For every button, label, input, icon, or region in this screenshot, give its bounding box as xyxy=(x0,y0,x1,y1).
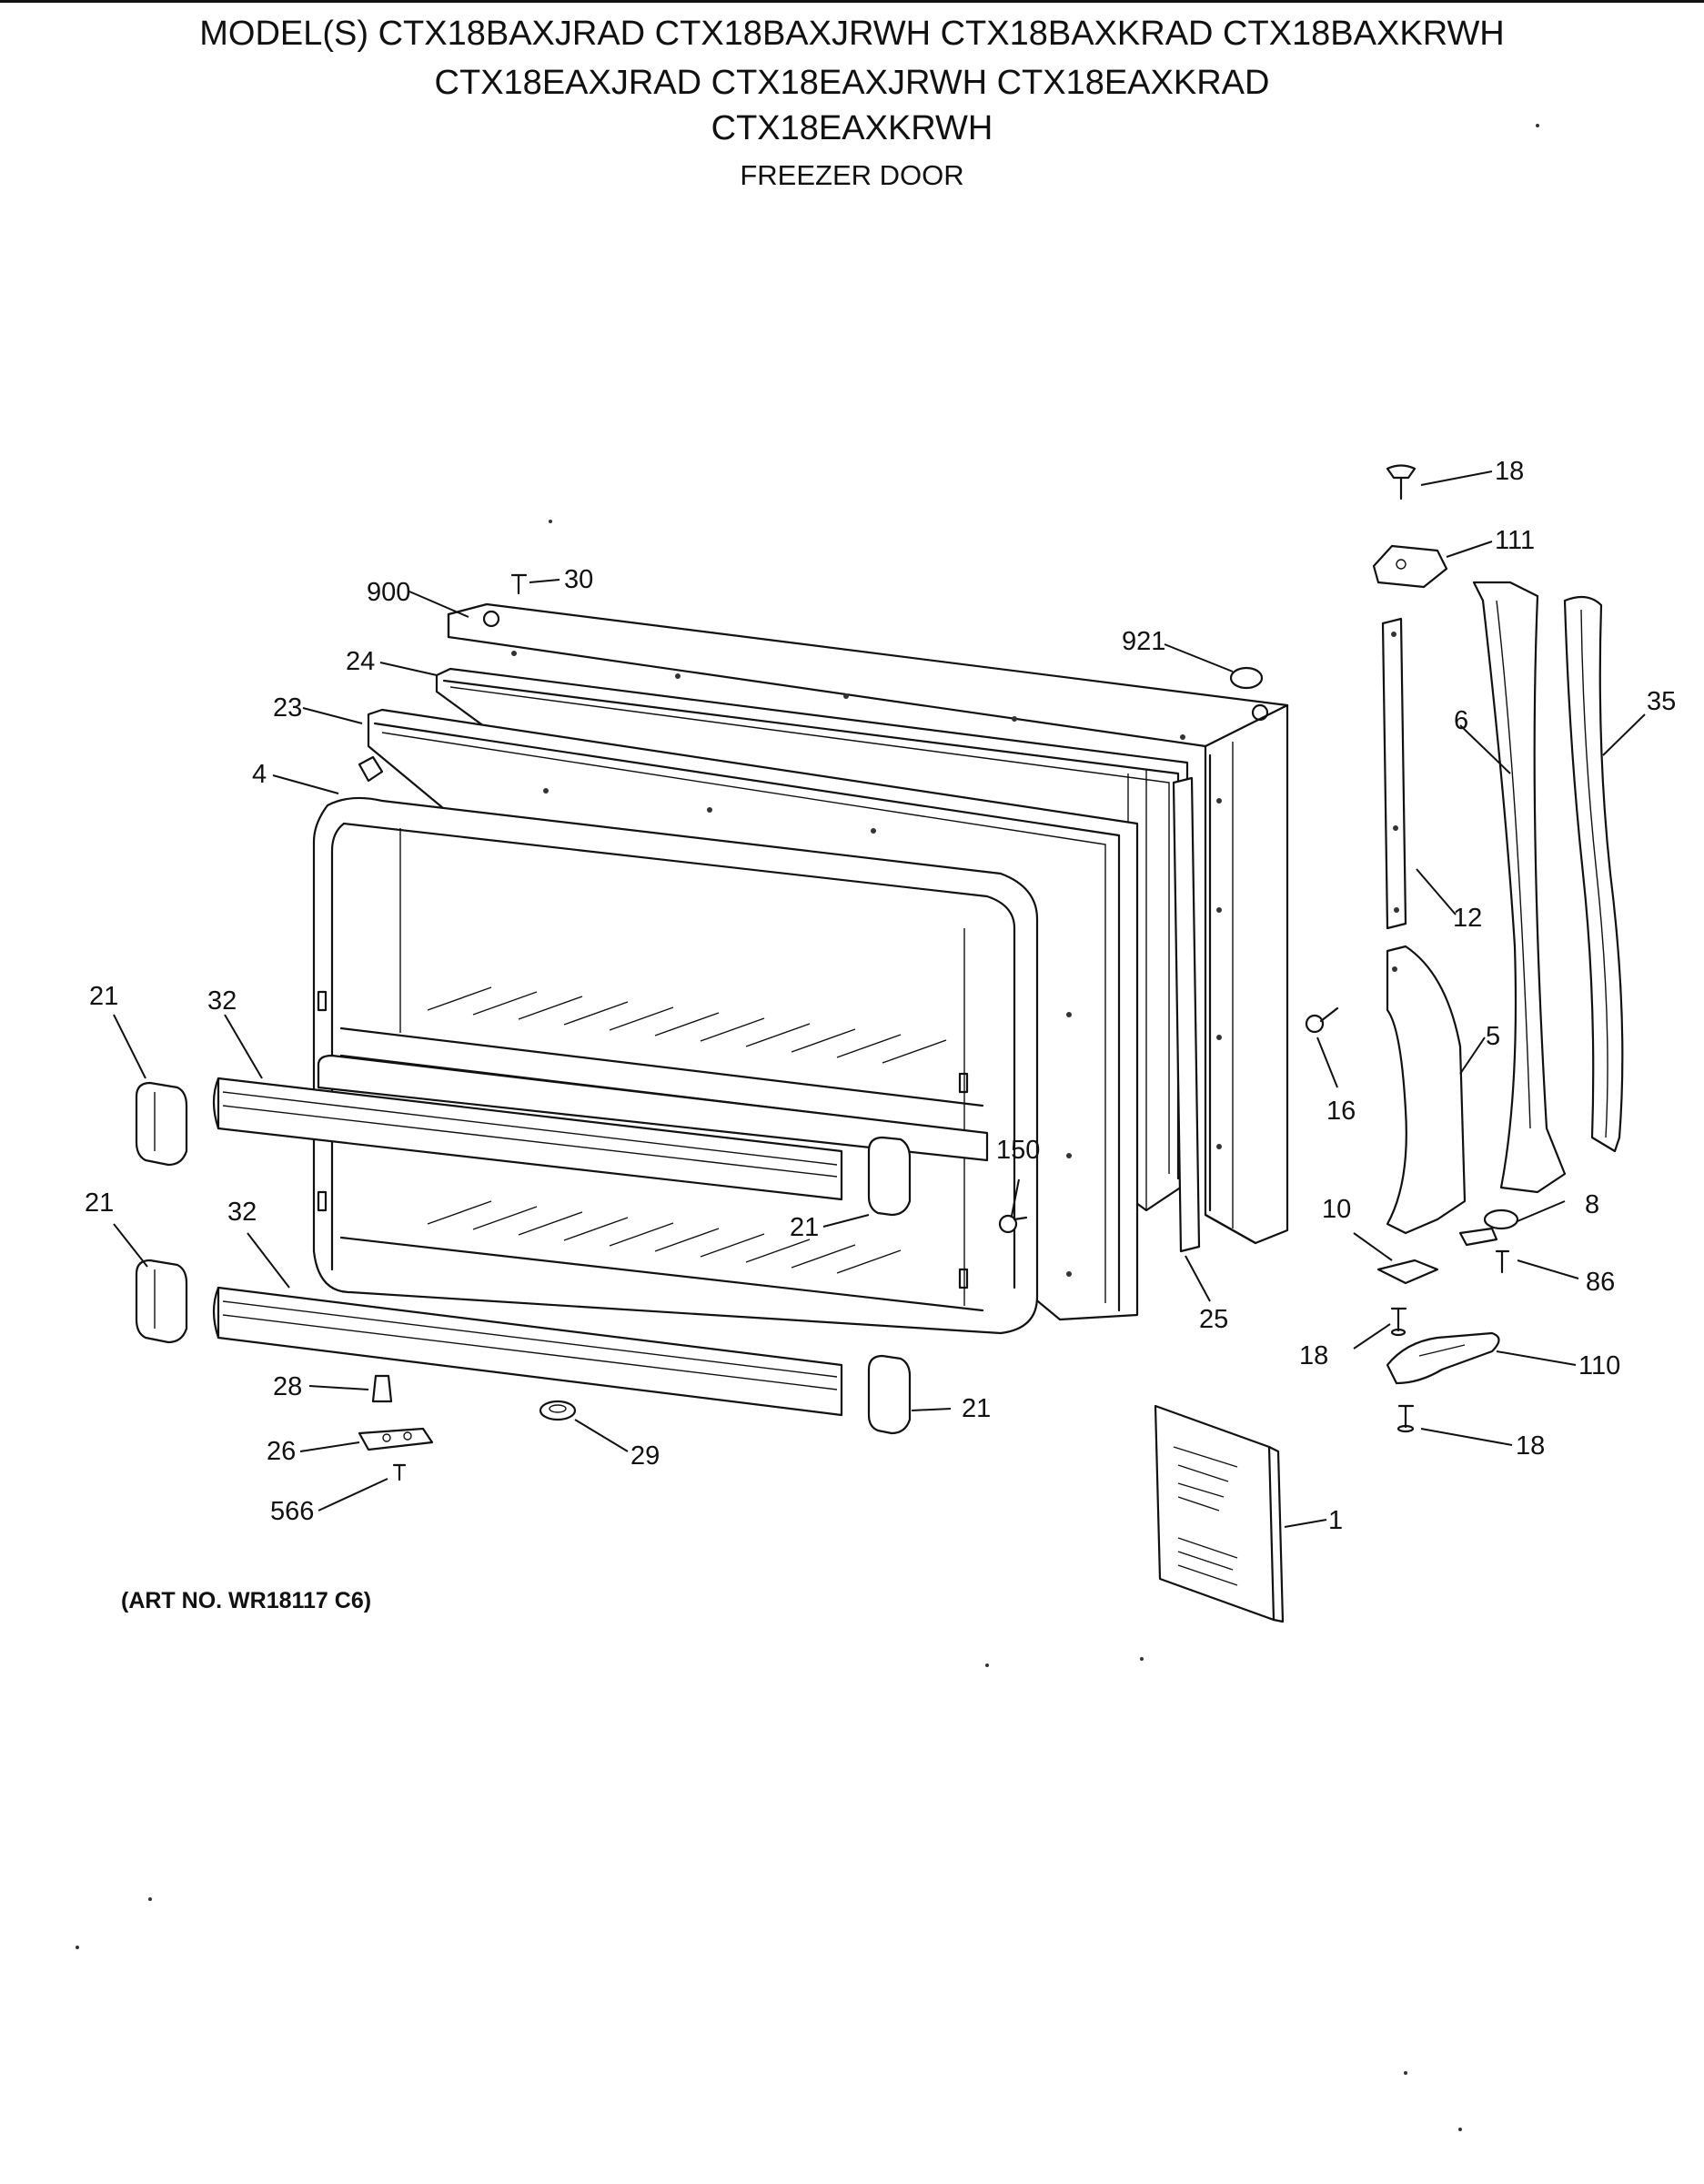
callout-21-a: 21 xyxy=(89,982,118,1011)
hinge-plate-26 xyxy=(358,1427,434,1451)
screw-18-top xyxy=(1386,464,1417,500)
callout-29: 29 xyxy=(630,1441,660,1471)
callout-25: 25 xyxy=(1199,1305,1228,1334)
scan-specks xyxy=(76,124,1539,2131)
callout-32-a: 32 xyxy=(207,986,237,1016)
screw-86 xyxy=(1495,1249,1510,1274)
callout-4: 4 xyxy=(252,760,267,789)
hinge-110 xyxy=(1386,1331,1500,1385)
callout-labels: 18 111 30 900 921 24 23 6 35 4 12 21 32 … xyxy=(85,457,1676,1535)
owners-manual xyxy=(1154,1404,1285,1623)
callout-24: 24 xyxy=(346,647,375,676)
callout-16: 16 xyxy=(1326,1097,1356,1126)
plug-921 xyxy=(1229,666,1264,690)
callout-900: 900 xyxy=(367,578,410,607)
callout-35: 35 xyxy=(1647,687,1676,716)
callout-12: 12 xyxy=(1453,904,1482,933)
shelf-bar-upper xyxy=(212,1077,843,1201)
outer-door-panel xyxy=(447,602,1289,1245)
screw-18-mid xyxy=(1390,1307,1407,1337)
art-number: (ART NO. WR18117 C6) xyxy=(121,1588,372,1613)
callout-18-top: 18 xyxy=(1495,457,1524,486)
callout-26: 26 xyxy=(267,1437,296,1466)
callout-32-b: 32 xyxy=(227,1198,257,1227)
callout-110: 110 xyxy=(1578,1351,1620,1380)
section-title: FREEZER DOOR xyxy=(740,159,964,191)
screw-16 xyxy=(1305,1006,1339,1034)
model-list-line-3: CTX18EAXKRWH xyxy=(711,109,993,147)
callout-18-mid: 18 xyxy=(1299,1341,1328,1370)
callout-10: 10 xyxy=(1322,1195,1351,1224)
stop-28 xyxy=(371,1374,393,1403)
screw-566 xyxy=(392,1463,407,1481)
hinge-bar-12 xyxy=(1381,617,1407,930)
shelf-end-cap-left-lower xyxy=(135,1259,188,1344)
model-list-line-1: MODEL(S) CTX18BAXJRAD CTX18BAXJRWH CTX18… xyxy=(199,15,1505,53)
screw-150 xyxy=(998,1214,1028,1234)
callout-111: 111 xyxy=(1495,526,1535,555)
callout-28: 28 xyxy=(273,1372,302,1401)
callout-1: 1 xyxy=(1328,1506,1343,1535)
callout-23: 23 xyxy=(273,693,302,723)
shelf-end-cap-right-lower xyxy=(867,1354,912,1435)
callout-86: 86 xyxy=(1586,1268,1615,1297)
callout-30: 30 xyxy=(564,565,593,594)
gasket-strip-25 xyxy=(1172,776,1201,1253)
callout-5: 5 xyxy=(1486,1022,1500,1051)
callout-921: 921 xyxy=(1122,627,1165,656)
callout-150: 150 xyxy=(996,1136,1040,1165)
leader-lines xyxy=(113,470,1646,1528)
trim-6 xyxy=(1472,581,1567,1194)
inner-door-liner xyxy=(312,796,1039,1335)
callout-21-d: 21 xyxy=(962,1394,991,1423)
handle-5 xyxy=(1386,945,1467,1235)
callout-21-c: 21 xyxy=(85,1188,114,1218)
shelf-bar-lower xyxy=(212,1286,843,1417)
callout-21-b: 21 xyxy=(790,1213,819,1242)
shelf-end-cap-right-upper xyxy=(867,1136,912,1217)
bearing-8 xyxy=(1458,1208,1519,1247)
screw-30 xyxy=(510,573,528,595)
bracket-10 xyxy=(1376,1259,1439,1285)
callout-566: 566 xyxy=(270,1497,314,1526)
shelf-end-cap-left-upper xyxy=(135,1081,188,1167)
trim-strip-35 xyxy=(1563,595,1624,1153)
callout-18-low: 18 xyxy=(1516,1431,1545,1461)
plug-29 xyxy=(539,1400,577,1421)
callout-6: 6 xyxy=(1454,706,1468,735)
callout-8: 8 xyxy=(1585,1190,1599,1219)
hinge-cap-111 xyxy=(1372,544,1448,589)
model-list-line-2: CTX18EAXJRAD CTX18EAXJRWH CTX18EAXKRAD xyxy=(434,64,1270,102)
screw-18-low xyxy=(1396,1404,1415,1433)
top-rule xyxy=(0,0,1704,3)
